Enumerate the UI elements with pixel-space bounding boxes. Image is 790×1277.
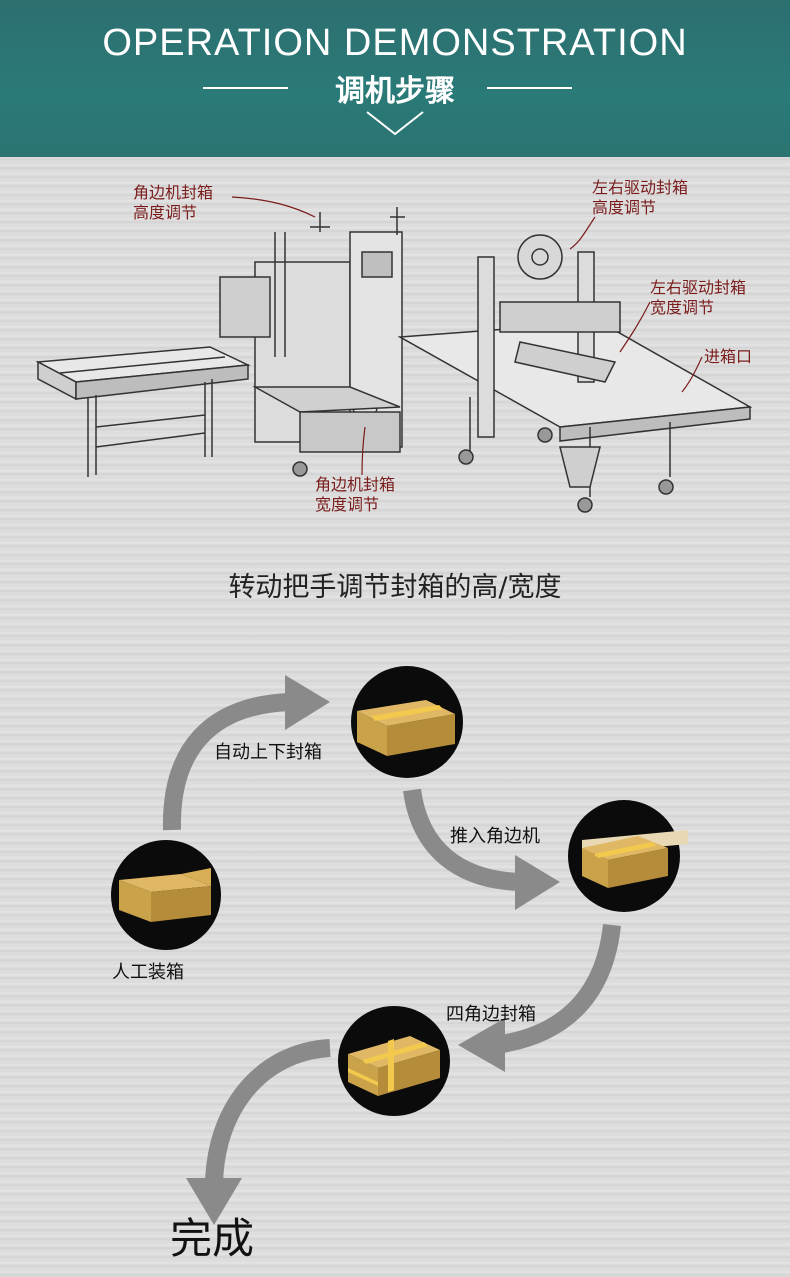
- label-side-height: 左右驱动封箱 高度调节: [592, 178, 689, 217]
- step-label-manual: 人工装箱: [112, 962, 184, 983]
- carton-sealer-machine-icon: [35, 196, 753, 513]
- label-corner-width: 角边机封箱 宽度调节: [315, 475, 396, 514]
- divider-right: [487, 87, 572, 89]
- step-label-corner: 四角边封箱: [446, 1004, 536, 1025]
- divider-left: [203, 87, 288, 89]
- label-inlet: 进箱口: [704, 347, 753, 366]
- step-circle-manual: [111, 840, 221, 950]
- step-label-push: 推入角边机: [450, 826, 540, 847]
- open-box-icon: [119, 868, 211, 922]
- step-label-topbottom: 自动上下封箱: [214, 742, 322, 763]
- title-chinese: 调机步骤: [335, 74, 455, 109]
- label-corner-height: 角边机封箱 高度调节: [133, 183, 214, 222]
- chevron-down-icon: [366, 111, 424, 136]
- arrow-head-4: [186, 1178, 242, 1225]
- flow-arrows: [162, 675, 621, 1225]
- step-circle-topbottom: [351, 666, 463, 778]
- label-side-width: 左右驱动封箱 宽度调节: [650, 278, 747, 317]
- arrow-head-3: [458, 1018, 505, 1072]
- taped-box-icon: [357, 700, 455, 756]
- arrow-head-1: [285, 675, 330, 730]
- box-on-rail-icon: [582, 830, 688, 888]
- adjust-caption: 转动把手调节封箱的高/宽度: [228, 572, 562, 603]
- title-english: OPERATION DEMONSTRATION: [102, 22, 688, 64]
- step-circle-push: [568, 800, 688, 912]
- done-label: 完成: [170, 1214, 255, 1263]
- step-circle-corner: [338, 1006, 450, 1116]
- header-banner: OPERATION DEMONSTRATION 调机步骤: [0, 0, 790, 157]
- arrow-head-2: [515, 855, 560, 910]
- machine-illustration: 角边机封箱 高度调节 左右驱动封箱 高度调节 左右驱动封箱 宽度调节 进箱口 角…: [0, 157, 790, 547]
- corner-taped-box-icon: [348, 1036, 440, 1096]
